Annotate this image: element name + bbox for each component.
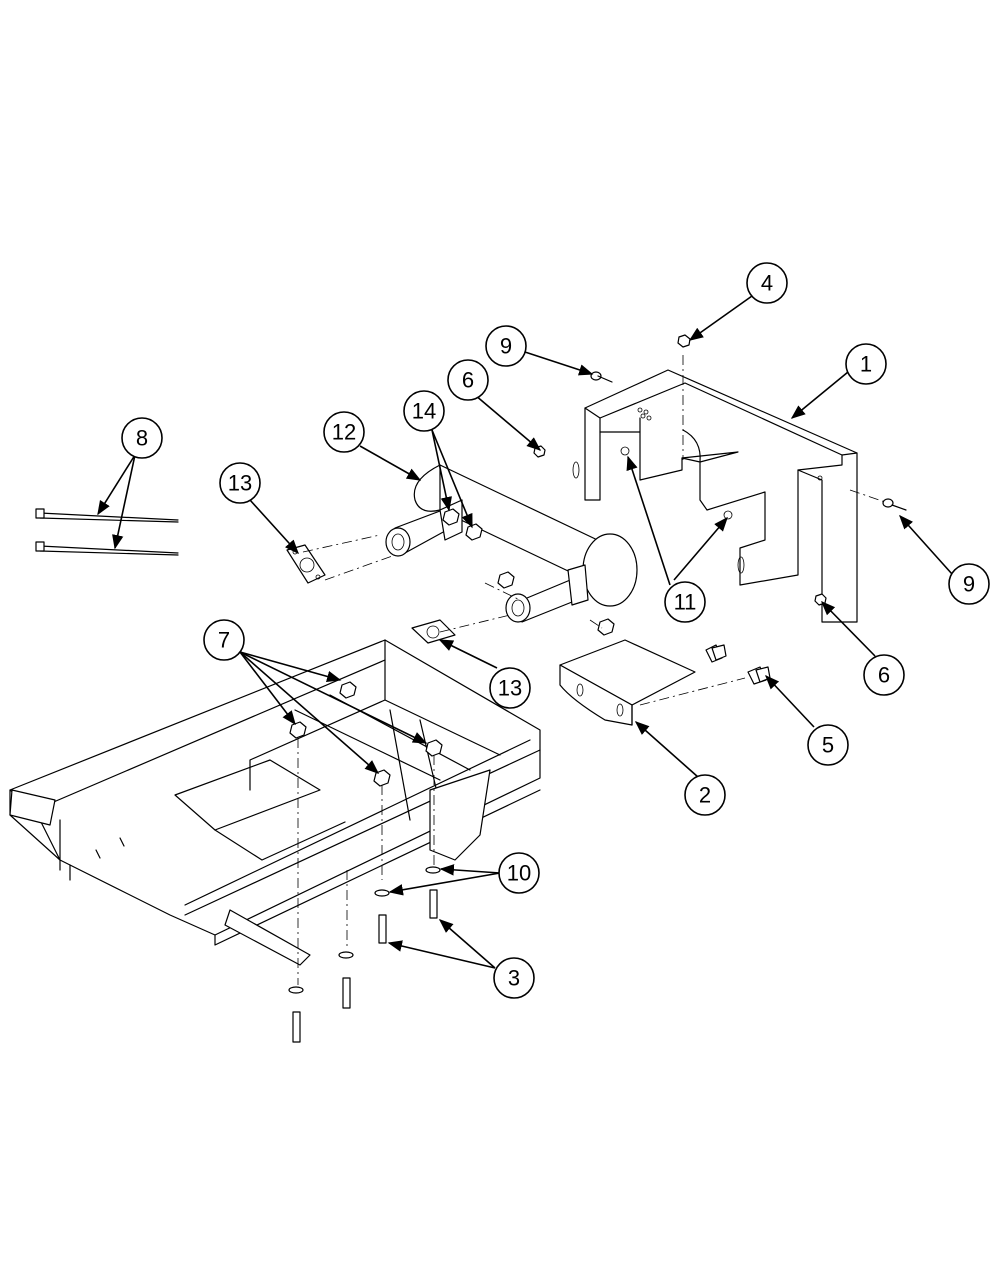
callout-6-lower: 6 <box>863 654 905 696</box>
callout-2-label: 2 <box>699 783 711 808</box>
callout-9-upper-label: 9 <box>500 334 512 359</box>
frame-fasteners <box>288 681 443 1043</box>
callout-9-right-label: 9 <box>963 572 975 597</box>
callout-10-label: 10 <box>507 861 531 886</box>
bracket <box>559 639 696 726</box>
callout-12: 12 <box>323 411 365 453</box>
callout-11: 11 <box>664 581 706 623</box>
callout-8-label: 8 <box>136 426 148 451</box>
callout-12-label: 12 <box>332 420 356 445</box>
callout-9-right: 9 <box>948 563 990 605</box>
gaskets <box>286 534 511 644</box>
muffler <box>385 464 638 623</box>
callout-13-right: 13 <box>489 667 531 709</box>
heat-shield-cover <box>572 355 858 623</box>
callout-3-label: 3 <box>508 966 520 991</box>
callout-5: 5 <box>807 724 849 766</box>
callout-1-label: 1 <box>860 352 872 377</box>
callout-11-label: 11 <box>674 590 697 615</box>
callout-7-label: 7 <box>218 628 230 653</box>
callout-2: 2 <box>684 774 726 816</box>
callout-1: 1 <box>845 343 887 385</box>
callout-6-lower-label: 6 <box>878 663 890 688</box>
callout-5-label: 5 <box>822 733 834 758</box>
callout-3: 3 <box>493 957 535 999</box>
callout-13-right-label: 13 <box>498 676 522 701</box>
callout-4-label: 4 <box>761 271 773 296</box>
callout-7: 7 <box>203 619 245 661</box>
callout-14-label: 14 <box>412 399 436 424</box>
callout-13-left: 13 <box>219 462 261 504</box>
callout-10: 10 <box>498 852 540 894</box>
leader-lines <box>97 295 953 969</box>
frame-chassis <box>9 639 541 966</box>
nuts <box>442 508 615 636</box>
callout-8: 8 <box>121 417 163 459</box>
callout-9-upper: 9 <box>485 325 527 367</box>
callout-6-upper-label: 6 <box>462 368 474 393</box>
callout-13-left-label: 13 <box>228 471 252 496</box>
callout-6-upper: 6 <box>447 359 489 401</box>
callout-14: 14 <box>403 390 445 432</box>
callout-4: 4 <box>746 262 788 304</box>
cable-ties <box>35 508 179 556</box>
